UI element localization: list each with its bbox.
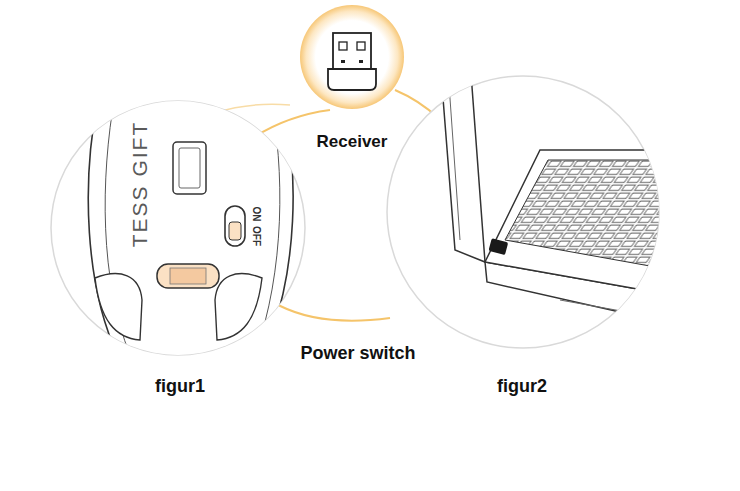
switch-label: ON — [251, 207, 262, 222]
part-name: Power switch — [300, 343, 415, 364]
receiver-circle — [300, 5, 404, 109]
part-name: Receiver — [317, 132, 388, 152]
switch-label: OFF — [251, 226, 262, 246]
brand-text: TESS GIFT — [128, 121, 152, 248]
figure-label: figur2 — [497, 376, 547, 397]
figure-label: figur1 — [155, 376, 205, 397]
mouse-bottom — [88, 90, 293, 360]
receiver-icon — [328, 33, 376, 90]
laptop — [440, 60, 700, 330]
